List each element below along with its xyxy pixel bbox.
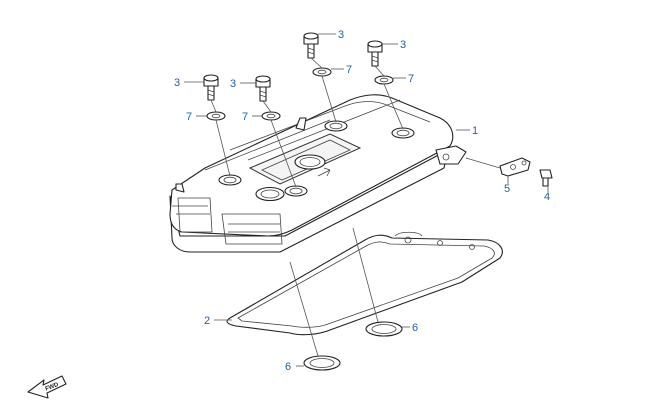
callout-3-b: 3 [230,78,236,90]
callout-2: 2 [204,315,210,327]
cover-bolt-3 [303,32,319,59]
callout-7-c: 7 [346,64,352,76]
callout-3-a: 3 [174,77,180,89]
bracket-bolt [539,169,553,187]
seal-guide-line-left [289,261,319,357]
bracket-guide-line [465,157,501,169]
bolt-guide-1a [210,99,217,113]
callout-6-b: 6 [412,322,418,334]
cylinder-head-cover [169,94,467,253]
cover-bolt-1 [203,74,219,101]
bolt-washer-4 [374,75,394,85]
callout-7-d: 7 [408,73,414,85]
spark-plug-seal-right [365,321,403,337]
cover-bracket [499,157,531,177]
bolt-washer-3 [312,67,332,77]
bolt-guide-2b [270,119,297,188]
cover-bolt-4 [367,40,383,67]
bolt-guide-4a [374,65,385,77]
bolt-guide-2a [262,100,272,113]
callout-7-b: 7 [242,111,248,123]
seal-guide-line-right [352,227,379,323]
bolt-guide-3a [310,57,323,69]
bolt-guide-3b [321,75,337,123]
callout-1: 1 [472,125,478,137]
fwd-label: FWD [45,382,61,393]
spark-plug-seal-left [303,355,341,371]
bolt-guide-1b [215,119,231,177]
bolt-washer-2 [261,111,281,121]
callout-3-d: 3 [400,39,406,51]
forward-direction-arrow-icon: FWD [27,375,67,399]
callout-7-a: 7 [186,111,192,123]
valve-cover-gasket [226,231,503,336]
callout-3-c: 3 [338,29,344,41]
callout-4: 4 [544,191,550,203]
bolt-guide-4b [383,83,404,130]
callout-6-a: 6 [285,361,291,373]
callout-5: 5 [504,183,510,195]
cover-bolt-2 [255,75,271,102]
bolt-washer-1 [206,111,226,121]
